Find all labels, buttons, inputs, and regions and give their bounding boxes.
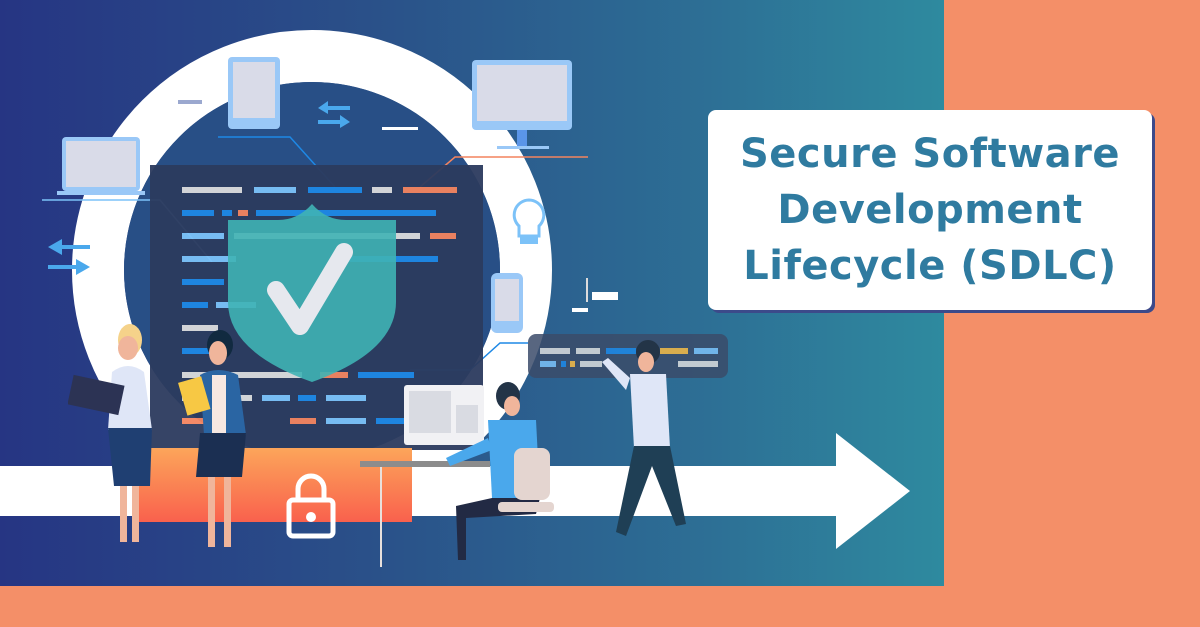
title-card: Secure Software Development Lifecycle (S… (708, 110, 1152, 310)
shield-check-icon (228, 204, 396, 382)
laptop-base (57, 191, 145, 195)
deco-dash (382, 127, 418, 130)
monitor-icon (472, 60, 572, 130)
desk-computer-icon (404, 385, 484, 445)
swap-arrows-small-icon (318, 101, 350, 128)
person-man-walking (602, 340, 686, 536)
phone-icon (491, 273, 523, 333)
tablet-icon (228, 57, 280, 129)
title-line-2: Development (777, 187, 1083, 233)
lightbulb-icon (512, 198, 546, 244)
orange-platform (132, 448, 412, 522)
title-line-3: Lifecycle (SDLC) (743, 243, 1117, 289)
person-man-seated (446, 382, 554, 560)
desk (360, 461, 490, 467)
swap-arrows-icon (48, 239, 90, 275)
monitor-base (497, 146, 549, 149)
deco-chart-line (586, 278, 588, 302)
deco-chart-bar (572, 308, 588, 312)
monitor-stand (517, 130, 527, 146)
padlock-icon (286, 473, 336, 539)
deco-chart-bar (592, 292, 618, 300)
code-snippet-card (528, 334, 728, 378)
illustration-panel (0, 0, 944, 586)
desk-leg (380, 467, 382, 567)
person-woman-clipboard (178, 330, 246, 547)
progress-arrow-head-icon (836, 433, 910, 549)
title-line-1: Secure Software (739, 131, 1121, 177)
person-woman-laptop (68, 324, 152, 542)
deco-dash (178, 100, 202, 104)
laptop-icon (62, 137, 140, 191)
